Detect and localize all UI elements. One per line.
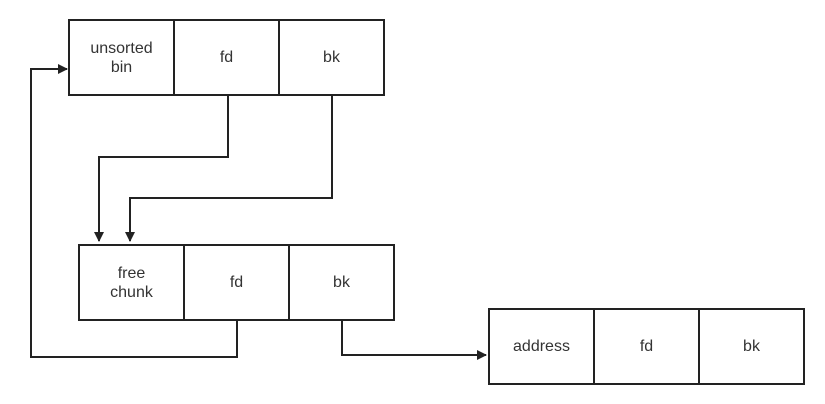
free-chunk-bk-arrow <box>341 320 487 360</box>
address-fd-cell: fd <box>595 310 700 383</box>
unsorted-bin-bk-cell: bk <box>323 49 340 66</box>
free-chunk-bk-cell: bk <box>333 274 350 291</box>
address-bk-cell: bk <box>743 338 760 355</box>
unsorted-bin-fd-cell: fd <box>175 21 280 94</box>
free-chunk-fd-cell: fd <box>185 246 290 319</box>
unsorted-bin-fd-arrow <box>94 95 229 242</box>
free-chunk-fd-arrow <box>30 64 238 358</box>
unsorted-bin-bk-arrow <box>125 95 333 242</box>
free-chunk-box: free chunk fd bk <box>78 244 395 321</box>
address-head-cell: address <box>490 310 595 383</box>
unsorted-bin-head-cell: unsorted bin <box>70 21 175 94</box>
address-chunk-box: address fd bk <box>488 308 805 385</box>
free-chunk-head-cell: free chunk <box>80 246 185 319</box>
unsorted-bin-box: unsorted bin fd bk <box>68 19 385 96</box>
